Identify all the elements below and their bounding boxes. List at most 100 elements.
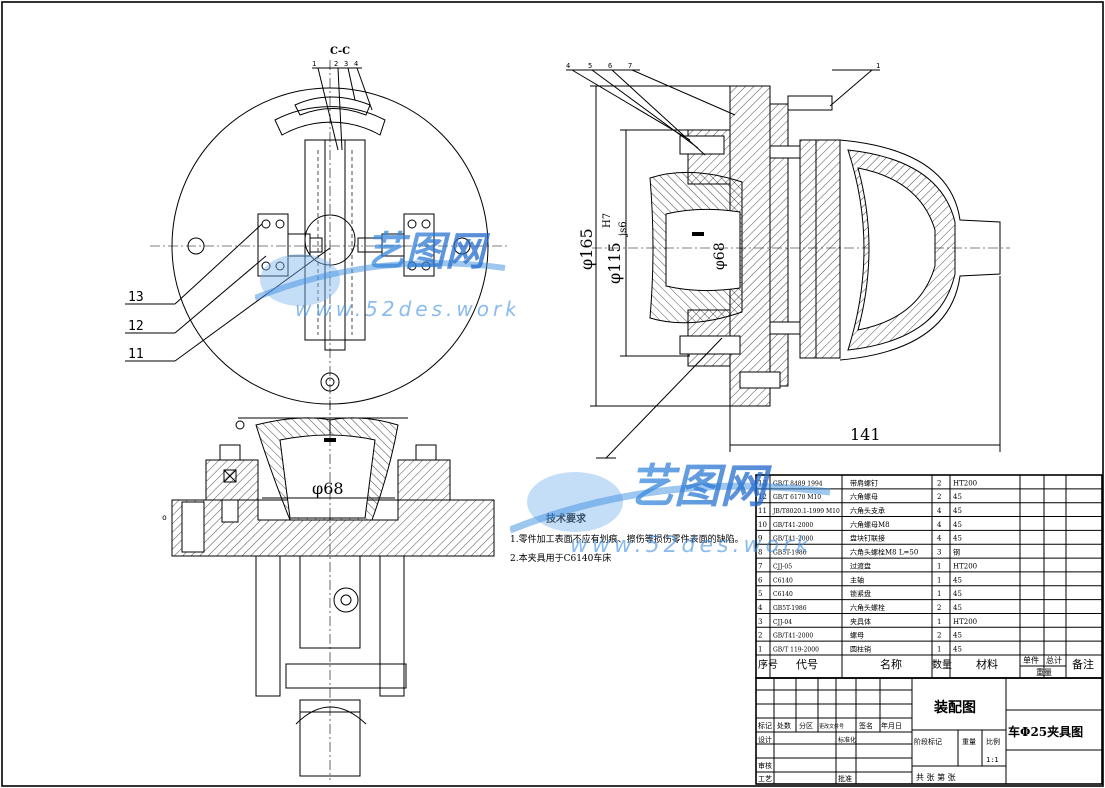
bom-cell-code: CJJ-05: [773, 563, 792, 570]
tb-label-count: 处数: [777, 721, 791, 730]
bom-cell-no: 13: [758, 479, 767, 487]
side-section-view: φ165 φ115 H7 js6 φ68 141 4 5 6 7 1: [566, 62, 1010, 459]
bom-header-mat: 材料: [976, 657, 998, 671]
technical-requirements: 技术要求 1.零件加工表面不应有划痕、擦伤等损伤零件表面的缺陷。 2.本夹具用于…: [510, 512, 744, 564]
tb-label-sign: 签名: [859, 721, 873, 730]
bom-header-total: 总计: [1046, 655, 1062, 665]
bom-cell-name: 主轴: [850, 575, 864, 584]
tb-label-mark: 标记: [758, 721, 772, 730]
bom-cell-no: 7: [758, 562, 762, 570]
tb-label-standard: 标准化: [838, 736, 856, 744]
tb-weight: 重量: [962, 738, 976, 746]
bom-cell-mat: 45: [953, 632, 962, 640]
bom-cell-name: 带肩螺钉: [850, 478, 878, 487]
bom-header-remark: 备注: [1072, 657, 1094, 671]
svg-text:1: 1: [312, 60, 316, 68]
callout-12: 12: [128, 319, 144, 334]
svg-text:4: 4: [354, 60, 358, 68]
bom-cell-code: GB/T 119-2000: [773, 647, 819, 654]
bom-cell-qty: 4: [937, 535, 942, 543]
bom-cell-qty: 1: [937, 590, 941, 598]
bom-cell-qty: 2: [937, 479, 941, 487]
bom-cell-name: 锁紧盘: [850, 589, 871, 598]
bom-cell-mat: 45: [953, 646, 962, 654]
bom-cell-name: 圆柱销: [850, 645, 871, 654]
bom-cell-code: GB/T41-2000: [773, 536, 813, 543]
bom-cell-code: GB/T41-2000: [773, 633, 813, 640]
title-block: 标记 处数 分区 更改文件号 签名 年月日 设计 标准化 审核 工艺 批准 装配…: [755, 677, 1103, 785]
bom-header-weight: 重量: [1036, 667, 1052, 677]
svg-text:o: o: [162, 513, 167, 522]
bom-cell-mat: 钢: [953, 548, 960, 557]
bom-cell-no: 6: [758, 576, 763, 584]
bom-cell-name: 六角头支承: [850, 506, 885, 515]
bom-cell-qty: 2: [937, 493, 941, 501]
svg-text:7: 7: [628, 62, 632, 70]
bom-cell-mat: 45: [953, 604, 962, 612]
bom-cell-no: 9: [758, 535, 762, 543]
bom-cell-mat: HT200: [953, 479, 977, 487]
bom-cell-code: CJJ-04: [773, 619, 792, 626]
svg-text:2: 2: [334, 60, 338, 68]
bom-cell-mat: 45: [953, 521, 962, 529]
tech-line-1: 1.零件加工表面不应有划痕、擦伤等损伤零件表面的缺陷。: [510, 533, 744, 545]
bom-cell-qty: 3: [937, 549, 941, 557]
bom-cell-no: 4: [758, 604, 763, 612]
tb-label-design: 设计: [758, 735, 772, 744]
bom-header-qty: 数量: [932, 658, 952, 671]
bom-cell-no: 8: [758, 549, 762, 557]
bom-cell-code: C6140: [773, 591, 793, 598]
bom-cell-mat: HT200: [953, 562, 977, 570]
bom-cell-no: 11: [758, 507, 767, 515]
bom-cell-name: 六角螺母: [850, 492, 878, 501]
bom-cell-mat: 45: [953, 576, 962, 584]
bom-cell-no: 10: [758, 521, 767, 529]
bom-cell-code: GB/T 6170 M10: [773, 494, 821, 501]
tb-label-approve: 批准: [838, 774, 852, 783]
dim-phi115: φ115: [605, 242, 624, 284]
dim-141: 141: [850, 425, 881, 444]
bom-cell-name: 过渡盘: [850, 561, 871, 570]
bom-header-unit: 单件: [1023, 655, 1039, 665]
front-section-view: φ68 o: [162, 400, 495, 780]
bom-cell-qty: 1: [937, 576, 941, 584]
tech-line-2: 2.本夹具用于C6140车床: [510, 552, 611, 564]
bom-cell-mat: 45: [953, 493, 962, 501]
bom-cell-mat: 45: [953, 590, 962, 598]
bom-cell-code: GB5T-1986: [773, 550, 807, 557]
bom-cell-name: 螺母: [850, 631, 864, 640]
bom-cell-name: 夹具体: [850, 617, 871, 626]
bom-cell-mat: 45: [953, 535, 962, 543]
bom-cell-no: 2: [758, 632, 762, 640]
bom-cell-code: GB/T 8489 1994: [773, 480, 823, 487]
bom-cell-qty: 1: [937, 646, 941, 654]
bom-cell-name: 六角头螺栓: [850, 603, 885, 612]
bom-header-code: 代号: [796, 658, 818, 671]
bom-header-name: 名称: [880, 657, 902, 671]
dim-fit-js6: js6: [618, 221, 629, 237]
bom-cell-mat: 45: [953, 507, 962, 515]
bom-cell-no: 1: [758, 646, 762, 654]
bom-cell-mat: HT200: [953, 618, 977, 626]
tb-scale-label: 比例: [986, 737, 1000, 746]
tb-label-zone: 分区: [799, 721, 813, 730]
svg-text:4: 4: [566, 62, 570, 70]
bom-cell-qty: 1: [937, 562, 941, 570]
tb-sheet: 共 张 第 张: [916, 772, 956, 782]
bom-cell-name: 盘块钉联接: [850, 534, 885, 543]
bom-cell-no: 12: [758, 493, 767, 501]
callout-13: 13: [128, 290, 144, 305]
bom-cell-code: GB5T-1986: [773, 605, 807, 612]
tb-part-title: 车Φ25夹具图: [1008, 724, 1083, 739]
tech-title: 技术要求: [546, 512, 587, 525]
tb-label-process: 工艺: [758, 775, 772, 783]
bom-cell-no: 5: [758, 590, 762, 598]
tb-label-date: 年月日: [881, 721, 902, 730]
bom-cell-qty: 4: [937, 521, 942, 529]
top-plan-view: C-C 1 2 3 4: [125, 46, 510, 410]
dim-phi165: φ165: [577, 228, 596, 270]
dim-phi68-side: φ68: [712, 242, 728, 270]
